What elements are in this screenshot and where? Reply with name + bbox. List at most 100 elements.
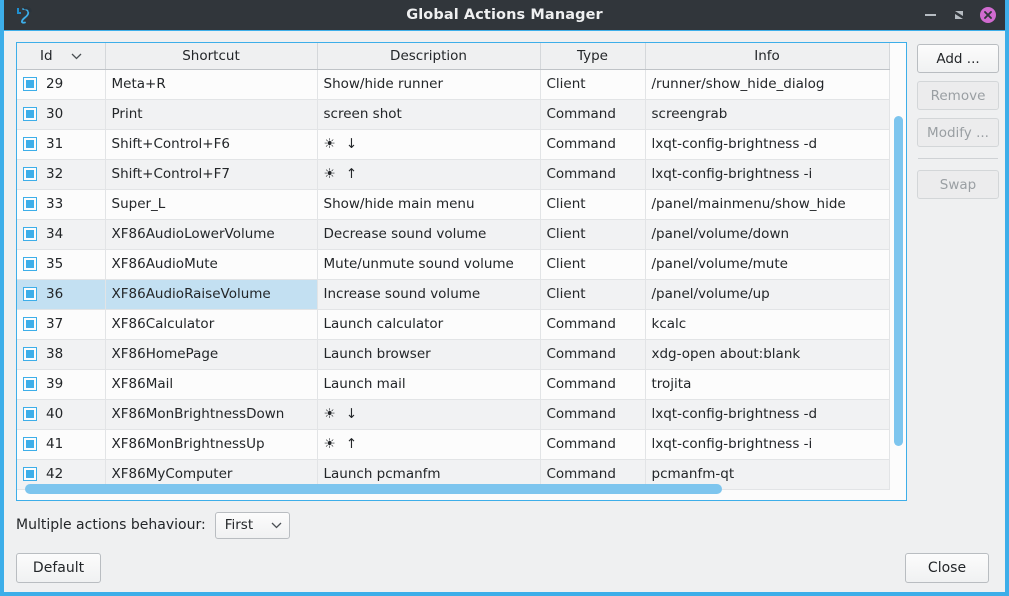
cell-description[interactable]: Launch calculator (317, 309, 541, 340)
row-checkbox[interactable] (23, 137, 37, 151)
cell-id[interactable]: 37 (17, 309, 106, 340)
cell-info[interactable]: trojita (645, 369, 890, 400)
close-button[interactable]: Close (905, 553, 989, 583)
cell-info[interactable]: xdg-open about:blank (645, 339, 890, 370)
cell-id[interactable]: 31 (17, 129, 106, 160)
swap-button[interactable]: Swap (917, 170, 999, 199)
add-button[interactable]: Add ... (917, 44, 999, 73)
maximize-icon[interactable] (951, 7, 967, 23)
cell-type[interactable]: Command (540, 129, 646, 160)
cell-info[interactable]: lxqt-config-brightness -i (645, 159, 890, 190)
multiple-actions-behaviour-select[interactable]: First (214, 511, 290, 539)
cell-info[interactable]: lxqt-config-brightness -d (645, 399, 890, 430)
cell-shortcut[interactable]: XF86AudioMute (105, 249, 318, 280)
cell-id[interactable]: 32 (17, 159, 106, 190)
cell-info[interactable]: lxqt-config-brightness -d (645, 129, 890, 160)
cell-id[interactable]: 36 (17, 279, 106, 310)
row-checkbox[interactable] (23, 77, 37, 91)
cell-shortcut[interactable]: Super_L (105, 189, 318, 220)
title-bar[interactable]: Global Actions Manager (4, 0, 1005, 31)
cell-info[interactable]: kcalc (645, 309, 890, 340)
cell-info[interactable]: /runner/show_hide_dialog (645, 69, 890, 100)
cell-id[interactable]: 29 (17, 69, 106, 100)
horizontal-scrollbar-thumb[interactable] (25, 484, 722, 494)
cell-description[interactable]: ☀ ↓ (317, 399, 541, 430)
cell-description[interactable]: Launch mail (317, 369, 541, 400)
cell-description[interactable]: Launch browser (317, 339, 541, 370)
cell-info[interactable]: lxqt-config-brightness -i (645, 429, 890, 460)
modify-button[interactable]: Modify ... (917, 118, 999, 147)
default-button[interactable]: Default (16, 553, 101, 583)
cell-shortcut[interactable]: Shift+Control+F7 (105, 159, 318, 190)
row-checkbox[interactable] (23, 467, 37, 481)
cell-shortcut[interactable]: Print (105, 99, 318, 130)
cell-shortcut[interactable]: XF86MonBrightnessUp (105, 429, 318, 460)
cell-description[interactable]: screen shot (317, 99, 541, 130)
column-header-id[interactable]: Id (17, 43, 106, 70)
cell-shortcut[interactable]: XF86AudioLowerVolume (105, 219, 318, 250)
cell-id[interactable]: 33 (17, 189, 106, 220)
cell-description[interactable]: ☀ ↓ (317, 129, 541, 160)
row-checkbox[interactable] (23, 197, 37, 211)
column-header-info[interactable]: Info (645, 43, 890, 70)
cell-shortcut[interactable]: XF86Calculator (105, 309, 318, 340)
cell-description[interactable]: Mute/unmute sound volume (317, 249, 541, 280)
cell-id[interactable]: 39 (17, 369, 106, 400)
cell-id[interactable]: 35 (17, 249, 106, 280)
row-checkbox[interactable] (23, 107, 37, 121)
cell-id[interactable]: 38 (17, 339, 106, 370)
row-checkbox[interactable] (23, 317, 37, 331)
row-checkbox[interactable] (23, 167, 37, 181)
cell-id[interactable]: 34 (17, 219, 106, 250)
cell-shortcut[interactable]: XF86MonBrightnessDown (105, 399, 318, 430)
cell-type[interactable]: Command (540, 369, 646, 400)
row-checkbox[interactable] (23, 377, 37, 391)
cell-description[interactable]: Decrease sound volume (317, 219, 541, 250)
cell-shortcut[interactable]: Meta+R (105, 69, 318, 100)
cell-type[interactable]: Command (540, 99, 646, 130)
cell-shortcut[interactable]: Shift+Control+F6 (105, 129, 318, 160)
cell-type[interactable]: Client (540, 69, 646, 100)
cell-type[interactable]: Command (540, 339, 646, 370)
vertical-scrollbar-thumb[interactable] (894, 116, 903, 446)
cell-info[interactable]: /panel/mainmenu/show_hide (645, 189, 890, 220)
cell-type[interactable]: Client (540, 249, 646, 280)
column-header-type[interactable]: Type (540, 43, 646, 70)
cell-shortcut[interactable]: XF86AudioRaiseVolume (105, 279, 318, 310)
cell-id[interactable]: 41 (17, 429, 106, 460)
row-checkbox[interactable] (23, 287, 37, 301)
cell-description[interactable]: Show/hide main menu (317, 189, 541, 220)
remove-button[interactable]: Remove (917, 81, 999, 110)
column-header-description[interactable]: Description (317, 43, 541, 70)
cell-type[interactable]: Client (540, 189, 646, 220)
cell-description[interactable]: ☀ ↑ (317, 429, 541, 460)
cell-shortcut[interactable]: XF86Mail (105, 369, 318, 400)
cell-description[interactable]: Show/hide runner (317, 69, 541, 100)
cell-id[interactable]: 30 (17, 99, 106, 130)
cell-type[interactable]: Command (540, 399, 646, 430)
cell-id[interactable]: 40 (17, 399, 106, 430)
cell-info[interactable]: /panel/volume/up (645, 279, 890, 310)
cell-description[interactable]: Increase sound volume (317, 279, 541, 310)
horizontal-scrollbar[interactable] (25, 484, 897, 494)
cell-type[interactable]: Command (540, 309, 646, 340)
row-checkbox[interactable] (23, 437, 37, 451)
column-header-shortcut[interactable]: Shortcut (105, 43, 318, 70)
lxqt-logo-icon[interactable] (10, 4, 38, 26)
cell-type[interactable]: Command (540, 159, 646, 190)
row-checkbox[interactable] (23, 347, 37, 361)
row-checkbox[interactable] (23, 227, 37, 241)
row-checkbox[interactable] (23, 407, 37, 421)
cell-type[interactable]: Client (540, 219, 646, 250)
close-icon[interactable] (980, 7, 996, 23)
